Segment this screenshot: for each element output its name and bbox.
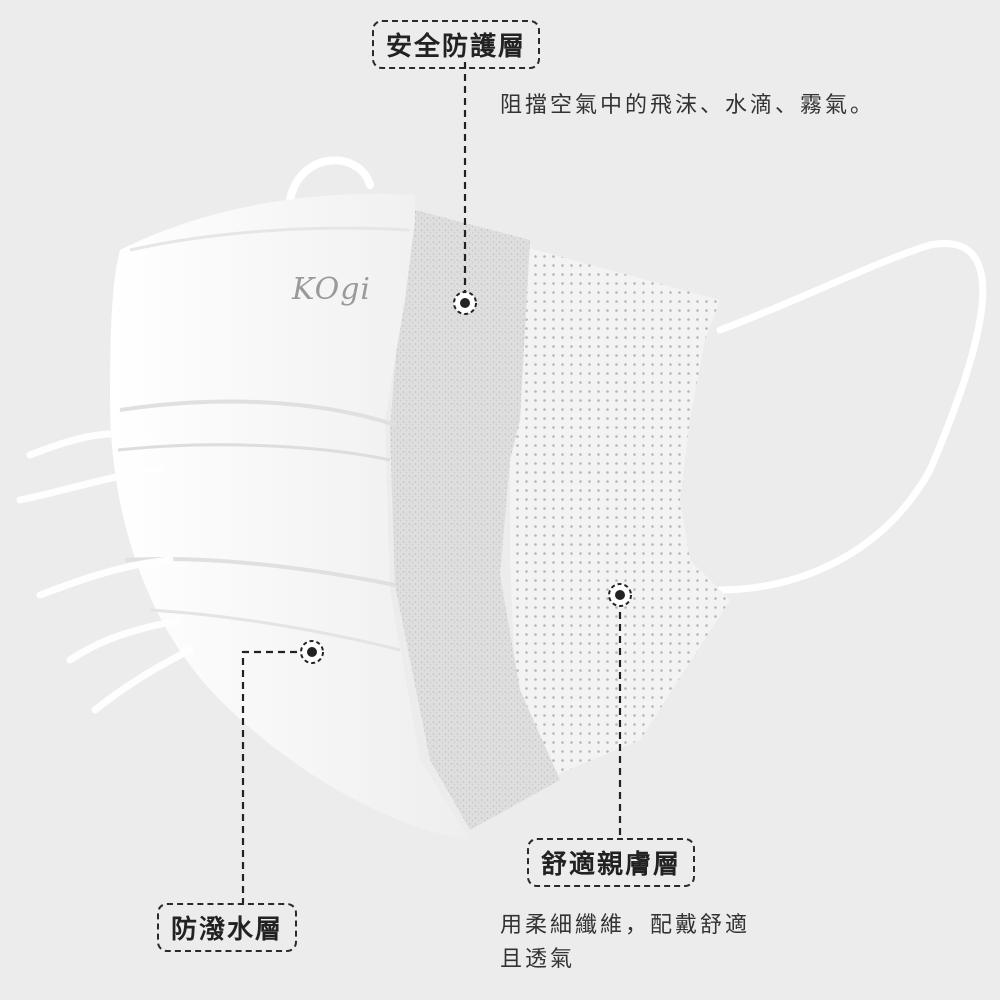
safety-layer-title: 安全防護層 bbox=[372, 20, 541, 69]
marker-waterproof-layer bbox=[300, 640, 324, 664]
filter-layer bbox=[390, 210, 560, 830]
waterproof-layer-title: 防潑水層 bbox=[157, 903, 298, 952]
safety-layer-description: 阻擋空氣中的飛沫、水滴、霧氣。 bbox=[500, 93, 876, 118]
left-ear-loop bbox=[286, 156, 374, 204]
comfort-layer-description-line2: 且透氣 bbox=[500, 947, 576, 972]
airflow-arrows bbox=[16, 430, 194, 714]
waterproof-layer bbox=[110, 193, 470, 841]
callout-lines bbox=[241, 62, 622, 905]
marker-safety-layer bbox=[453, 291, 477, 315]
comfort-layer-description-line1: 用柔細纖維，配戴舒適 bbox=[500, 913, 751, 938]
marker-comfort-layer bbox=[608, 583, 632, 607]
brand-logo: KOgi bbox=[292, 272, 371, 307]
comfort-layer-title: 舒適親膚層 bbox=[527, 838, 696, 887]
right-ear-loop bbox=[716, 240, 987, 594]
